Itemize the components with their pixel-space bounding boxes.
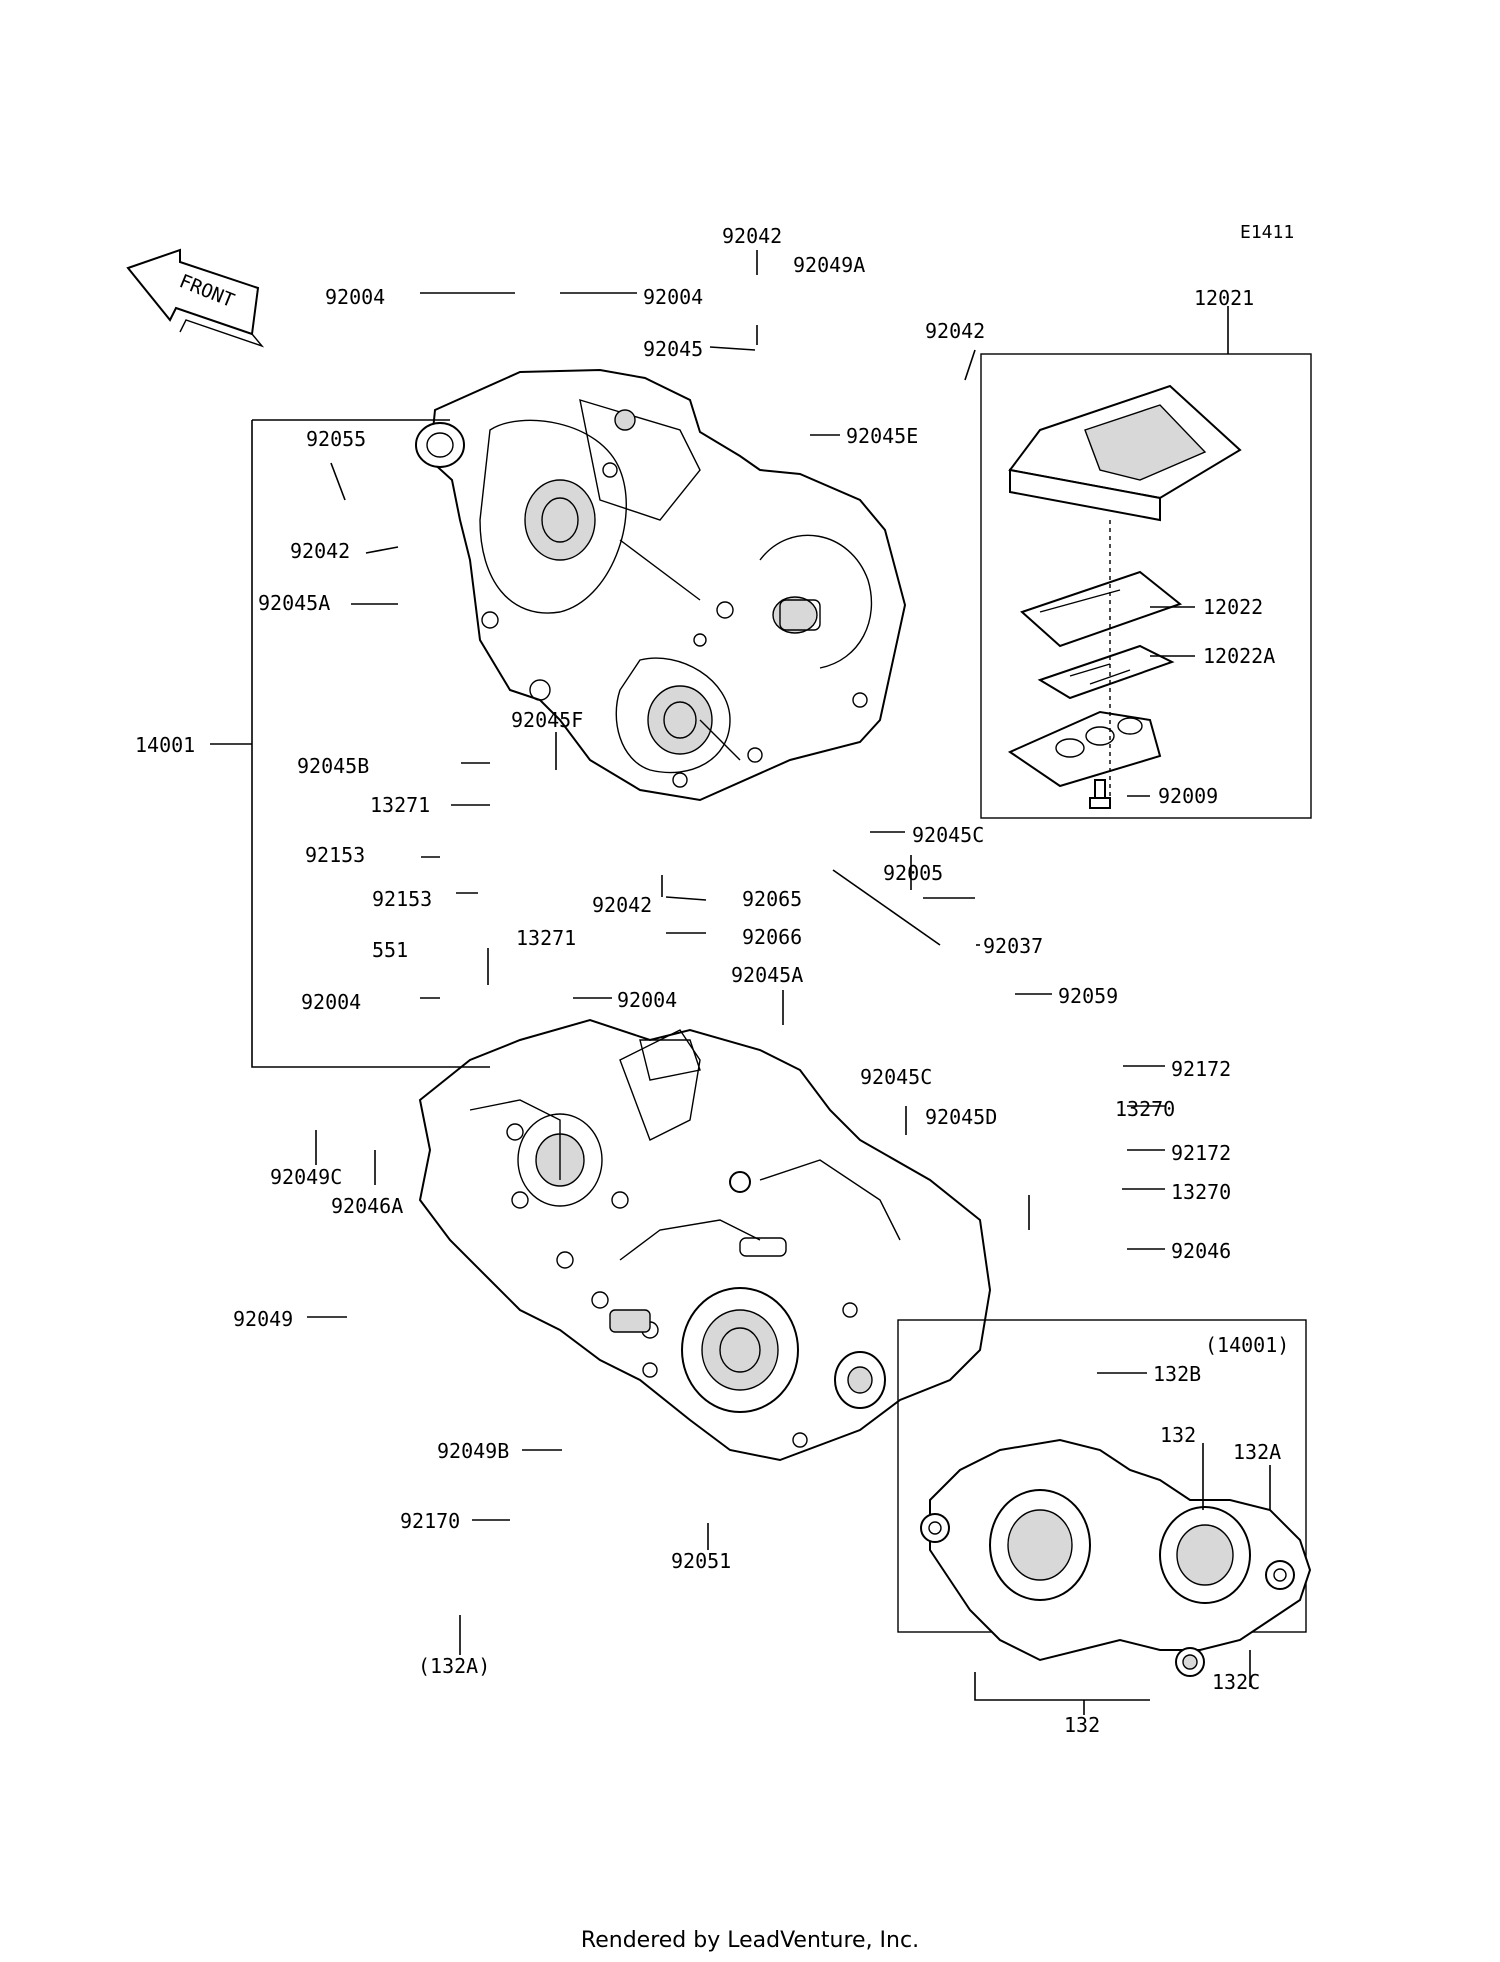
callout-label: 13271	[516, 926, 576, 950]
callout-label: 92045C	[912, 823, 984, 847]
inset-label: (14001)	[1205, 1333, 1289, 1357]
callout-label: 92042	[722, 224, 782, 248]
callout-label: 92153	[372, 887, 432, 911]
front-arrow-icon: FRONT	[126, 248, 265, 348]
callout-label: 92059	[1058, 984, 1118, 1008]
callout-label: 12021	[1194, 286, 1254, 310]
callout-label: 92045	[643, 337, 703, 361]
callout-label: 13271	[370, 793, 430, 817]
callout-label: 92049	[233, 1307, 293, 1331]
callout-label: 92005	[883, 861, 943, 885]
callout-label: 92045F	[511, 708, 583, 732]
callout-label: 132	[1064, 1713, 1100, 1737]
callout-label: 92004	[617, 988, 677, 1012]
callout-label: 132A	[1233, 1440, 1281, 1464]
inset-crankcase-view	[897, 1319, 1312, 1677]
callout-label: 92066	[742, 925, 802, 949]
callout-label: 92049A	[793, 253, 865, 277]
callout-label: 92037	[983, 934, 1043, 958]
callout-label: 132B	[1153, 1362, 1201, 1386]
callout-label: 92172	[1171, 1057, 1231, 1081]
callout-label: 132C	[1212, 1670, 1260, 1694]
callout-label: 92009	[1158, 784, 1218, 808]
callout-label: 92046A	[331, 1194, 403, 1218]
callout-label: 92065	[742, 887, 802, 911]
callout-label: 92046	[1171, 1239, 1231, 1263]
callout-labels: 92004 92004 92042 92049A 92045 92042 120…	[135, 224, 1289, 1737]
upper-crankcase	[415, 368, 907, 802]
callout-label: 92172	[1171, 1141, 1231, 1165]
callout-label: 92042	[290, 539, 350, 563]
callout-label: 92004	[325, 285, 385, 309]
callout-label: 92004	[643, 285, 703, 309]
callout-label: 92045A	[731, 963, 803, 987]
callout-label: 12022	[1203, 595, 1263, 619]
callout-label: 92055	[306, 427, 366, 451]
callout-label: 92045E	[846, 424, 918, 448]
callout-label: 551	[372, 938, 408, 962]
lower-crankcase	[418, 1018, 992, 1462]
footer-credit: Rendered by LeadVenture, Inc.	[580, 1928, 920, 1953]
callout-label: 13270	[1171, 1180, 1231, 1204]
callout-label: 92045A	[258, 591, 330, 615]
callout-label: 92045B	[297, 754, 369, 778]
callout-label: (132A)	[418, 1654, 490, 1678]
callout-label: 92004	[301, 990, 361, 1014]
callout-label: 92049C	[270, 1165, 342, 1189]
callout-label: 14001	[135, 733, 195, 757]
callout-label: 92042	[592, 893, 652, 917]
callout-label: 92170	[400, 1509, 460, 1533]
reed-valve-box	[980, 353, 1312, 819]
callout-label: 92042	[925, 319, 985, 343]
diagram-id: E1411	[1240, 222, 1295, 243]
callout-label: 132	[1160, 1423, 1196, 1447]
leader-lines	[210, 250, 1271, 1715]
callout-label: 92153	[305, 843, 365, 867]
callout-label: 92045D	[925, 1105, 997, 1129]
callout-label: 92049B	[437, 1439, 509, 1463]
callout-label: 92051	[671, 1549, 731, 1573]
callout-label: 92045C	[860, 1065, 932, 1089]
callout-label: 13270	[1115, 1097, 1175, 1121]
callout-label: 12022A	[1203, 644, 1275, 668]
